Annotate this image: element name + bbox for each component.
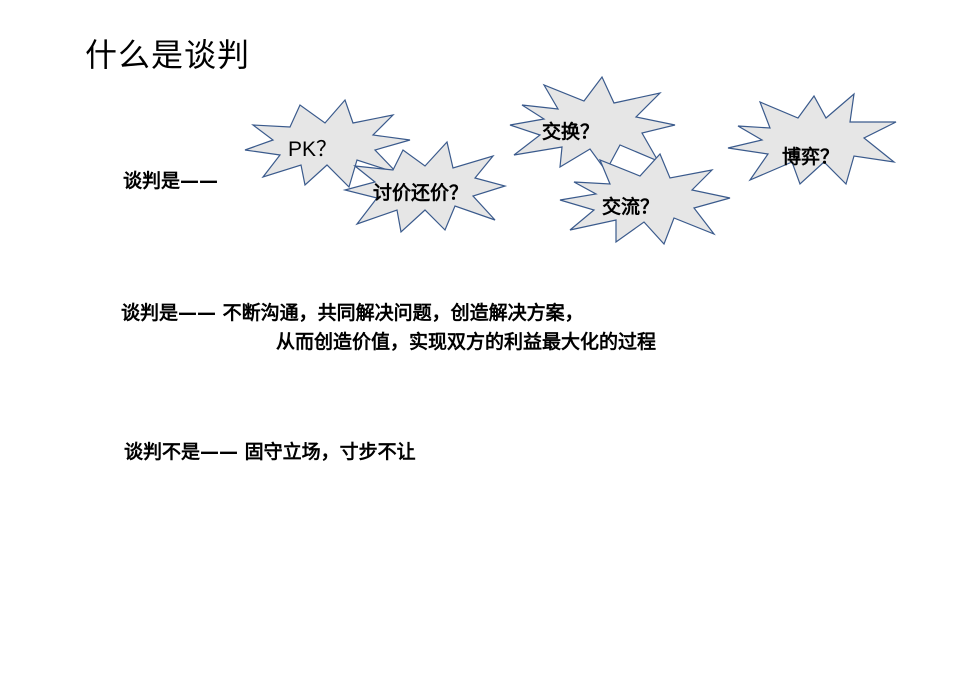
definition-line-1: 谈判是—— 不断沟通，共同解决问题，创造解决方案， xyxy=(121,302,584,324)
negation-line: 谈判不是—— 固守立场，寸步不让 xyxy=(124,441,416,463)
burst-label: 交换？ xyxy=(542,121,600,143)
intro-label: 谈判是—— xyxy=(123,170,219,192)
burst-communicate: 交流？ xyxy=(559,150,731,246)
burst-bargain: 讨价还价？ xyxy=(342,138,508,234)
burst-shape xyxy=(559,152,731,246)
burst-exchange: 交换？ xyxy=(509,75,676,175)
burst-pk: PK？ xyxy=(244,95,411,190)
definition-line-2: 从而创造价值，实现双方的利益最大化的过程 xyxy=(276,331,657,353)
burst-label: PK？ xyxy=(288,138,338,161)
burst-label: 交流？ xyxy=(602,196,660,218)
slide-title: 什么是谈判 xyxy=(85,36,251,74)
burst-game: 博弈？ xyxy=(727,92,898,187)
burst-label: 讨价还价？ xyxy=(373,182,469,204)
burst-shape xyxy=(727,92,897,186)
burst-shape xyxy=(342,140,508,234)
burst-label: 博弈？ xyxy=(782,146,840,168)
